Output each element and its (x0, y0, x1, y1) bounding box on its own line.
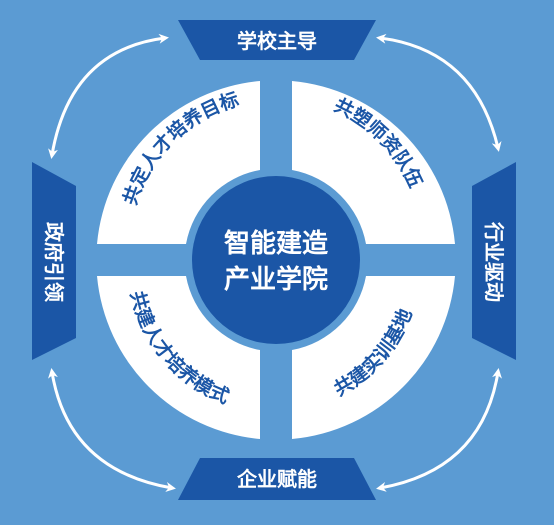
side-label-top-text: 学校主导 (237, 29, 317, 53)
cycle-arrow-icon-top-right (376, 33, 502, 152)
side-label-top: 学校主导 (178, 20, 376, 60)
quadrant-bottom-right (292, 276, 455, 439)
side-label-left: 政府引领 (32, 162, 76, 360)
cycle-arrow-icon-bottom-right (376, 368, 502, 492)
side-label-bottom: 企业赋能 (178, 458, 376, 500)
center-title-line2: 产业学院 (224, 264, 328, 295)
cycle-arrow-icon-bottom-left (48, 368, 176, 492)
quadrant-top-left (97, 81, 260, 244)
side-label-right: 行业驱动 (472, 162, 516, 360)
center-title-line1: 智能建造 (224, 228, 328, 259)
side-label-bottom-text: 企业赋能 (236, 467, 317, 491)
side-label-left-text: 政府引领 (42, 222, 66, 302)
center-circle (192, 176, 360, 344)
cycle-arrow-icon-top-left (48, 33, 169, 159)
quadrant-bottom-left (97, 276, 260, 439)
quadrant-top-right (292, 81, 455, 244)
side-label-right-text: 行业驱动 (482, 221, 506, 302)
